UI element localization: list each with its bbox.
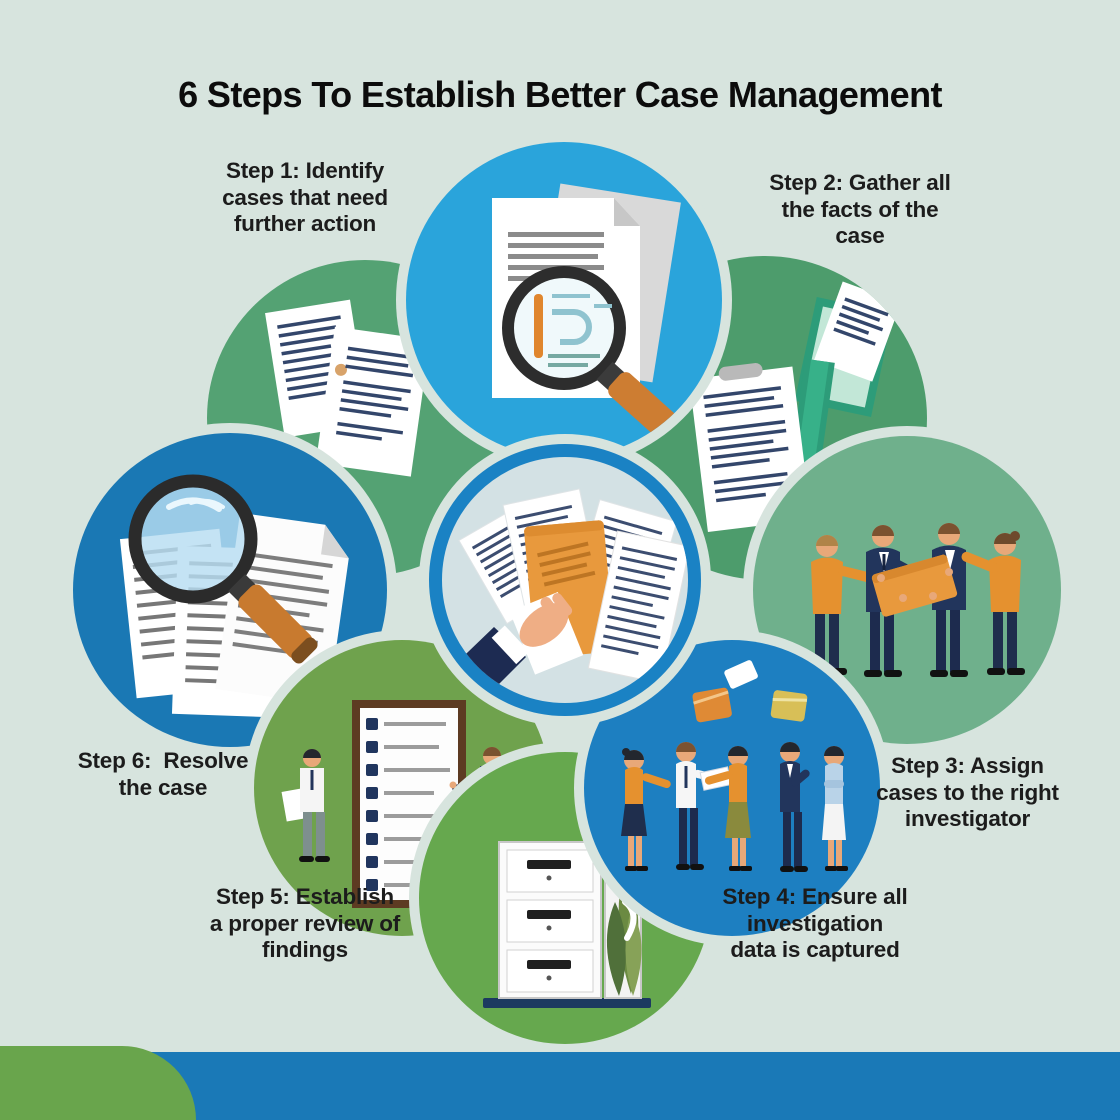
bottom-bar-green — [0, 1046, 196, 1120]
magnifier — [128, 474, 318, 664]
step5-label: Step 5: Establish a proper review of fin… — [209, 884, 401, 963]
step2-label: Step 2: Gather all the facts of the case — [769, 170, 951, 249]
cabinet — [498, 841, 602, 999]
step4-circle — [584, 640, 880, 936]
floating-box-yellow — [770, 690, 808, 722]
team-folder-handoff-icon — [809, 523, 1025, 677]
woman-blue-white — [822, 746, 848, 871]
man-navy-suit — [780, 742, 810, 872]
woman-orange-navy — [621, 748, 671, 871]
person-presenter-left — [281, 749, 330, 862]
page-title: 6 Steps To Establish Better Case Managem… — [178, 74, 942, 116]
step4-label: Step 4: Ensure all investigation data is… — [722, 884, 908, 963]
magnifier — [502, 266, 680, 441]
person-right-orange — [961, 531, 1025, 675]
step3-label: Step 3: Assign cases to the right invest… — [876, 753, 1059, 832]
papers-icon — [265, 299, 431, 477]
step1-label: Step 1: Identify cases that need further… — [222, 158, 388, 237]
checklist-board — [352, 700, 466, 908]
folder-documents-icon — [689, 281, 901, 533]
floating-box-orange — [692, 687, 732, 723]
hand-holding-folder-icon — [444, 488, 688, 703]
woman-orange-olive — [704, 746, 752, 871]
magnifier-documents-icon — [119, 474, 349, 718]
step6-label: Step 6: Resolve the case — [77, 748, 249, 800]
step6-circle — [73, 433, 387, 747]
man-white-shirt — [676, 742, 732, 870]
center-circle — [429, 444, 701, 716]
step1-circle — [406, 142, 722, 458]
shared-folder — [871, 554, 958, 617]
document-magnifier-icon — [492, 183, 681, 441]
floating-paper — [724, 660, 758, 689]
team-discussion-icon — [621, 660, 848, 872]
